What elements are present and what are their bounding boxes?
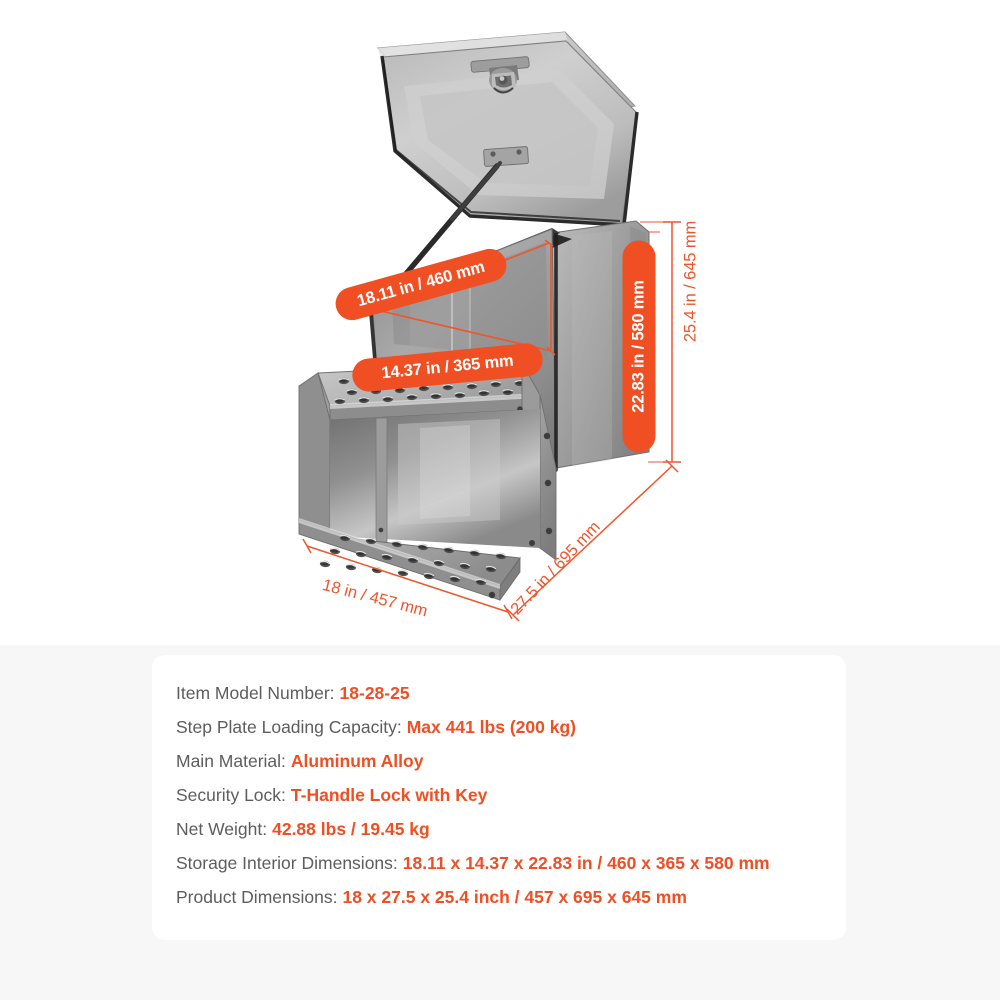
spec-label: Storage Interior Dimensions: xyxy=(176,853,398,873)
spec-value: 18.11 x 14.37 x 22.83 in / 460 x 365 x 5… xyxy=(402,853,770,873)
spec-label: Net Weight: xyxy=(176,819,268,839)
spec-value: T-Handle Lock with Key xyxy=(290,785,488,805)
spec-row-step-plate-loading-capacity: Step Plate Loading Capacity: Max 441 lbs… xyxy=(166,717,846,751)
spec-label: Step Plate Loading Capacity: xyxy=(176,717,402,737)
spec-value: Max 441 lbs (200 kg) xyxy=(406,717,576,737)
spec-value: 18 x 27.5 x 25.4 inch / 457 x 695 x 645 … xyxy=(342,887,687,907)
callout-interior-height: 22.83 in / 580 mm xyxy=(622,240,656,453)
overall-dimension-lines xyxy=(302,221,681,622)
strut-bracket-upper xyxy=(483,146,529,167)
t-handle-lock-icon xyxy=(470,56,530,94)
spec-value: 42.88 lbs / 19.45 kg xyxy=(272,819,430,839)
spec-label: Main Material: xyxy=(176,751,286,771)
spec-label: Security Lock: xyxy=(176,785,286,805)
spec-row-main-material: Main Material: Aluminum Alloy xyxy=(166,751,846,785)
callout-overall-height: 25.4 in / 645 mm xyxy=(681,220,700,343)
lid-assembly xyxy=(376,31,639,227)
spec-row-security-lock: Security Lock: T-Handle Lock with Key xyxy=(166,785,846,819)
spec-label: Product Dimensions: xyxy=(176,887,338,907)
spec-row-product-dimensions: Product Dimensions: 18 x 27.5 x 25.4 inc… xyxy=(166,887,846,921)
spec-row-storage-interior-dimensions: Storage Interior Dimensions: 18.11 x 14.… xyxy=(166,853,846,887)
spec-label: Item Model Number: xyxy=(176,683,335,703)
spec-row-net-weight: Net Weight: 42.88 lbs / 19.45 kg xyxy=(166,819,846,853)
spec-value: Aluminum Alloy xyxy=(290,751,424,771)
spec-value: 18-28-25 xyxy=(339,683,410,703)
spec-row-item-model-number: Item Model Number: 18-28-25 xyxy=(166,683,846,717)
product-illustration: 18.11 in / 460 mm 14.37 in / 365 mm 22.8… xyxy=(298,31,700,622)
specification-card: Item Model Number: 18-28-25 Step Plate L… xyxy=(152,655,846,940)
product-drawing xyxy=(298,31,681,622)
